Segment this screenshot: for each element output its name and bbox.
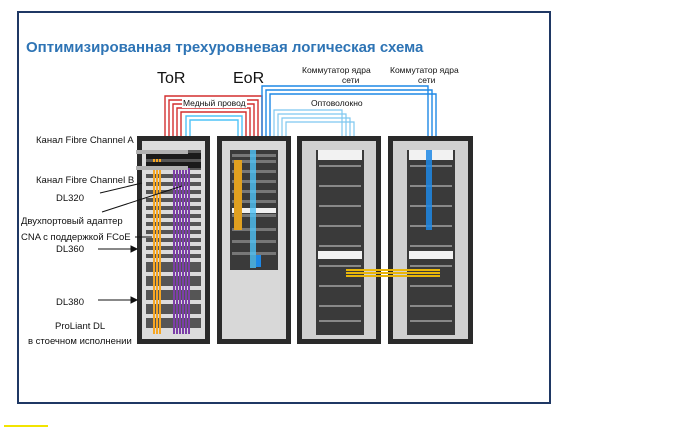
label-eor: EoR	[233, 70, 265, 87]
yellow-mark	[4, 425, 48, 427]
label-core-switch-1: Коммутатор ядра сети	[302, 65, 371, 85]
label-core-switch-2: Коммутатор ядра сети	[390, 65, 459, 85]
label-copper-wire: Медный провод	[182, 98, 247, 108]
label-dl380: DL380	[56, 297, 84, 308]
label-arrows	[98, 182, 183, 304]
core-interconnect	[346, 269, 440, 277]
rack-core-1	[297, 136, 381, 344]
rack-core-2	[388, 136, 473, 344]
label-fc-b: Канал Fibre Channel B	[36, 175, 135, 186]
label-fc-a: Канал Fibre Channel A	[36, 135, 134, 146]
label-fiber: Оптоволокно	[310, 98, 364, 108]
label-dl360: DL360	[56, 244, 84, 255]
label-tor: ToR	[157, 70, 186, 87]
fc-channels	[136, 150, 188, 170]
label-dl320: DL320	[56, 193, 84, 204]
rack-eor	[217, 136, 291, 344]
label-proliant: ProLiant DL в стоечном исполнении	[28, 321, 132, 347]
diagram-title: Оптимизированная трехуровневая логическа…	[26, 39, 424, 56]
label-cna-adapter: Двухпортовый адаптер CNA с поддержкой FC…	[21, 216, 131, 243]
rack-tor	[137, 136, 210, 344]
